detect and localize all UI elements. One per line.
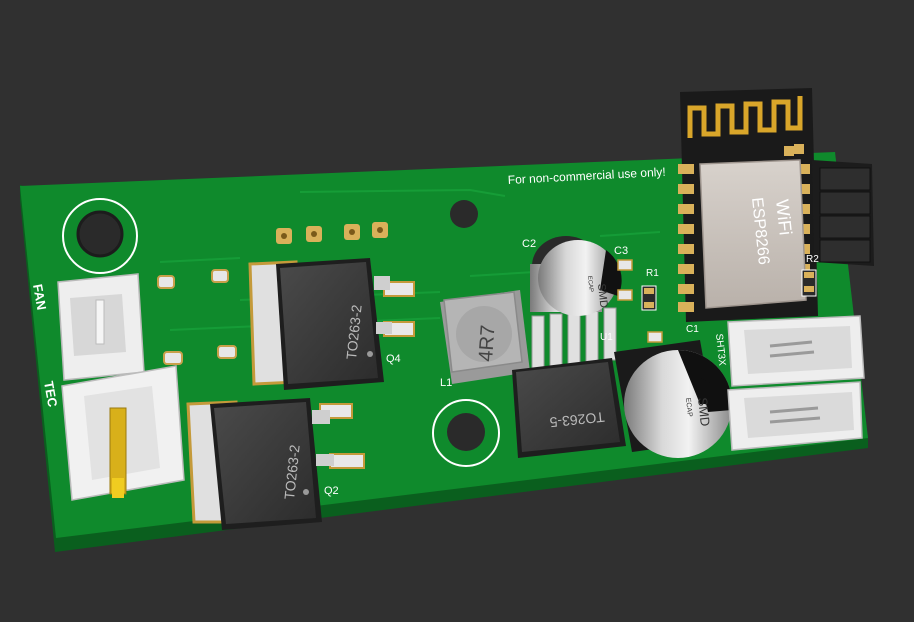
label-u1: U1 [600, 332, 613, 343]
l1-inductor[interactable]: 4R7 [440, 290, 530, 384]
via-hole [450, 200, 478, 228]
q4-package-label: TO263-2 [343, 304, 365, 361]
mounting-hole-top-left [62, 198, 138, 274]
header-pads [276, 222, 388, 244]
wifi-antenna-trace [687, 96, 803, 138]
q2-mosfet[interactable]: TO263-2 [186, 398, 365, 530]
c1-pad [647, 331, 663, 343]
c1-label-smd: SMD [695, 397, 713, 427]
label-c2: C2 [522, 238, 536, 250]
mounting-hole-center [432, 399, 500, 467]
r1-pad-bottom [644, 302, 654, 308]
label-r1: R1 [646, 268, 659, 279]
sht3x-connector[interactable] [727, 315, 865, 387]
c3-pad [617, 259, 633, 271]
label-sht3x: SHT3X [713, 333, 727, 367]
label-fan: FAN [30, 283, 49, 311]
c2-label-smd: SMD [595, 283, 609, 309]
c1-label-ecap: ECAP [684, 397, 693, 417]
tec-connector[interactable] [61, 365, 185, 501]
r2-pad-bottom [804, 286, 814, 292]
u1-package-label: TO263-5 [549, 409, 606, 431]
label-c3: C3 [614, 245, 628, 257]
smd-pads-left [157, 269, 237, 365]
r1-pad-top [644, 288, 654, 294]
label-q2: Q2 [324, 485, 339, 497]
q2-package-label: TO263-2 [281, 444, 303, 501]
label-c1: C1 [686, 324, 699, 335]
label-l1: L1 [440, 377, 452, 389]
module-label-wifi: WiFi [772, 198, 796, 236]
r2-pad-top [804, 272, 814, 278]
c2-label-ecap: ECAP [586, 276, 594, 293]
inductor-value: 4R7 [475, 324, 500, 362]
label-q4: Q4 [386, 353, 401, 365]
c2-capacitor[interactable]: SMD ECAP [530, 236, 622, 316]
label-tec: TEC [41, 380, 60, 409]
esp8266-module[interactable]: WiFi ESP8266 [678, 88, 818, 322]
fan-connector[interactable] [57, 273, 145, 381]
label-r2: R2 [806, 254, 819, 265]
pin-header[interactable] [812, 160, 874, 266]
module-label-chip: ESP8266 [748, 197, 772, 266]
extra-connector[interactable] [727, 381, 863, 451]
c3-pad-2 [617, 289, 633, 301]
u1-regulator[interactable]: TO263-5 [512, 307, 626, 458]
c1-capacitor[interactable]: SMD ECAP [614, 340, 732, 458]
q4-mosfet[interactable]: TO263-2 [248, 258, 415, 390]
